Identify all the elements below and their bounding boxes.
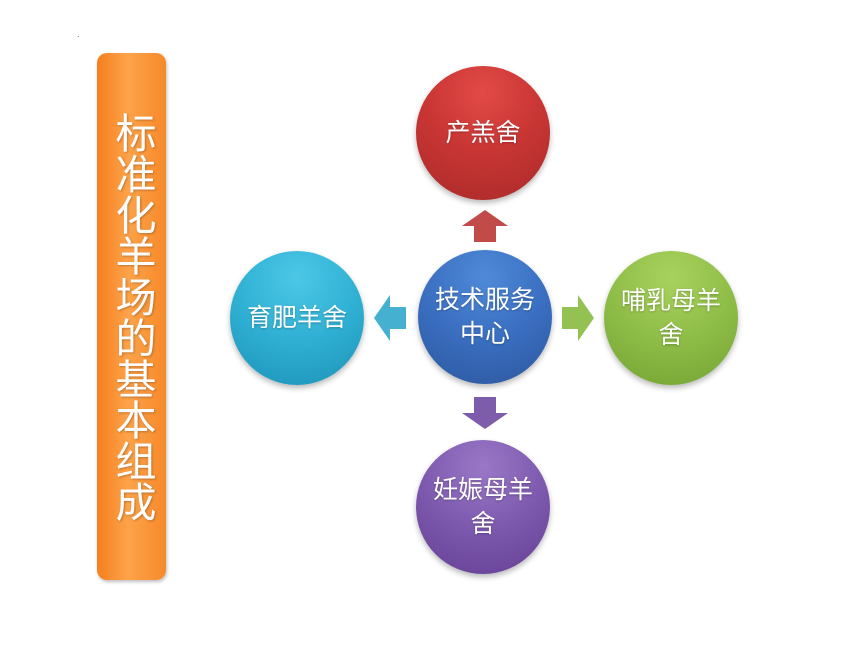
corner-mark: . [77, 30, 80, 39]
node-farrowing-barn: 产羔舍 [416, 66, 550, 200]
node-tech-service-center: 技术服务中心 [418, 250, 552, 384]
arrow-right-icon [562, 295, 594, 341]
arrow-up-icon [462, 210, 508, 242]
node-label: 产羔舍 [445, 118, 521, 147]
node-fattening-barn: 育肥羊舍 [230, 251, 364, 385]
arrow-down-icon [462, 397, 508, 429]
node-label: 技术服务中心 [435, 285, 536, 348]
node-label: 哺乳母羊舍 [621, 286, 722, 349]
page-title: 标准化羊场的基本组成 [108, 111, 156, 522]
node-label: 育肥羊舍 [247, 303, 348, 332]
node-label: 妊娠母羊舍 [433, 475, 534, 538]
node-pregnant-ewe-barn: 妊娠母羊舍 [416, 440, 550, 574]
title-bar: 标准化羊场的基本组成 [97, 53, 166, 580]
node-lactating-ewe-barn: 哺乳母羊舍 [604, 251, 738, 385]
arrow-left-icon [374, 295, 406, 341]
